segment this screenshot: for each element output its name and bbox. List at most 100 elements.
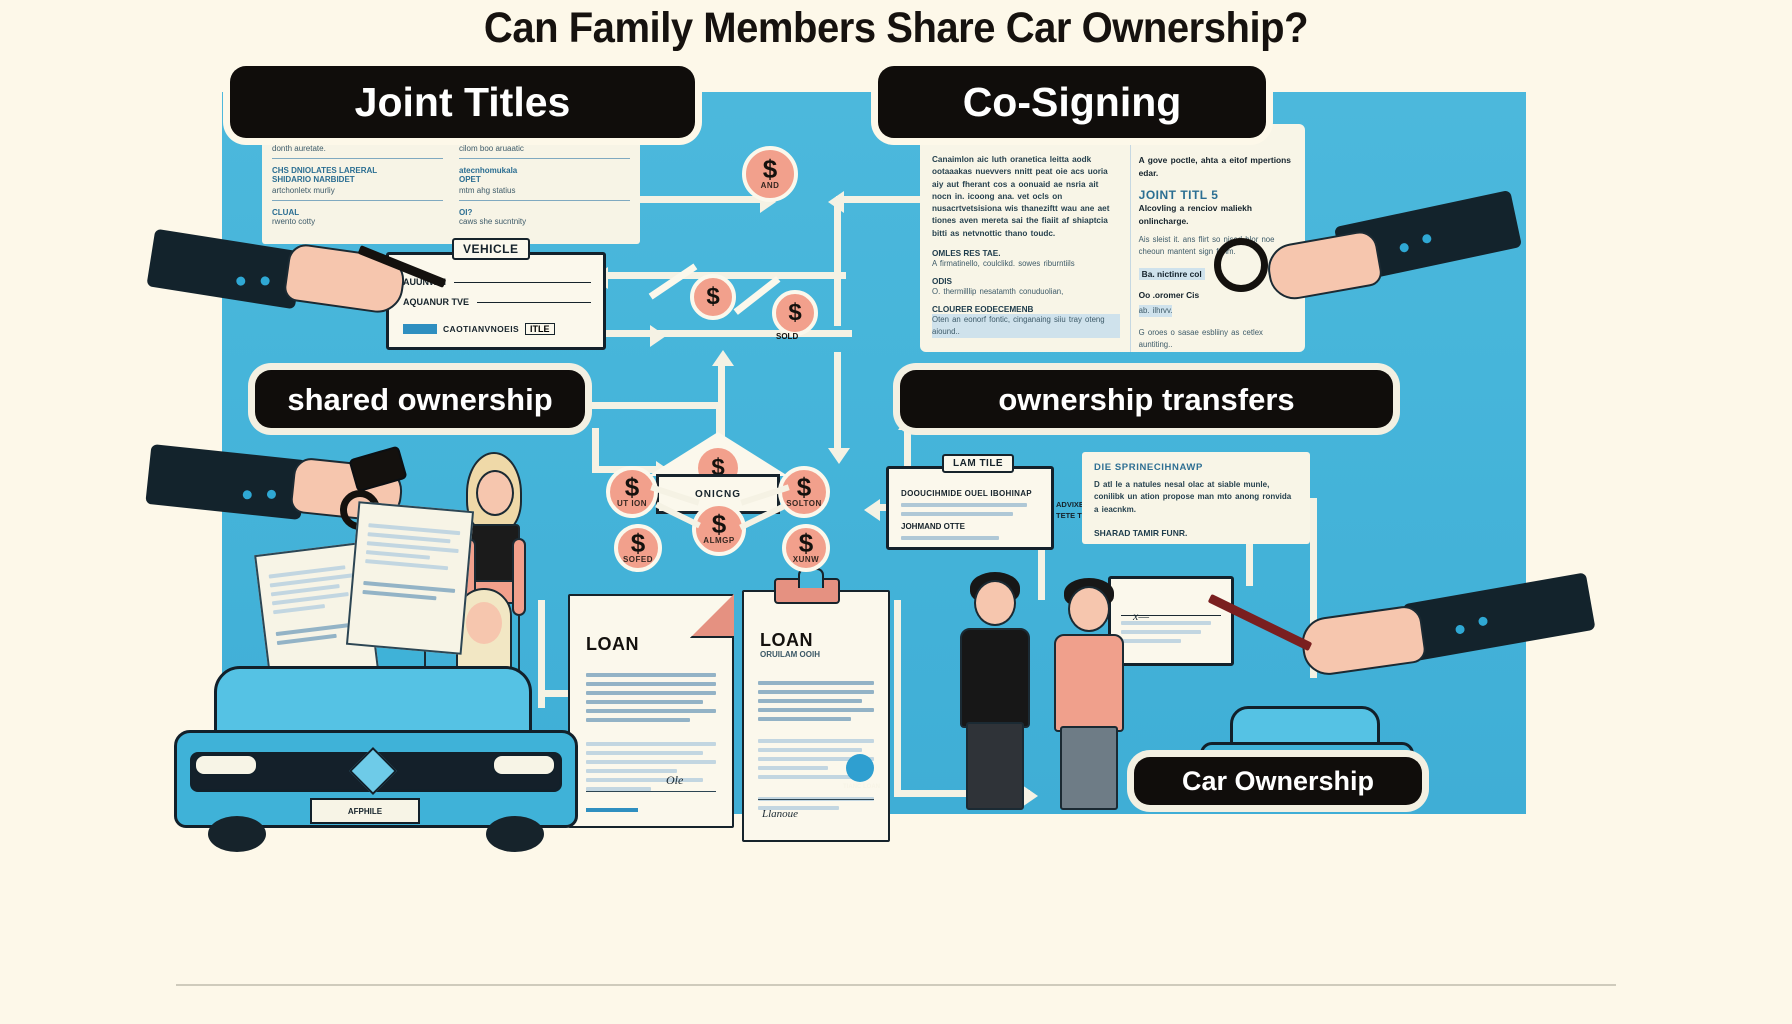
cosign-section-heading: ODIS [932, 277, 953, 287]
joint-col-body: donth auretate. [272, 144, 326, 153]
person-couple-right [1046, 578, 1132, 810]
paper-sheet [345, 501, 475, 655]
dollar-symbol: $ [798, 527, 814, 558]
node-caption: AND [760, 181, 780, 191]
joint-row-label: atecnhomukala [459, 166, 518, 175]
divider [459, 200, 630, 201]
cosign-section-text: A firmatinello, coulclikd. sowes riburnt… [932, 259, 1075, 269]
money-node-sofed: $ SOFED [614, 524, 662, 572]
node-caption: UT ION [616, 499, 648, 509]
cosign-right-text: ab. ilhrvv. [1138, 305, 1173, 318]
license-plate: AFPHILE [310, 798, 420, 824]
arrow-head [712, 350, 734, 366]
dollar-symbol: $ [690, 274, 736, 320]
transfer-info-note: SHARAD TAMIR FUNR. [1094, 528, 1188, 539]
joint-row-text: rwento cotty [272, 217, 316, 226]
loan-signature: Llanoue [762, 808, 799, 820]
loan-signature: Ole [666, 773, 684, 787]
dollar-symbol: $ [762, 153, 778, 184]
money-node-almgp: $ ALMGP [692, 502, 746, 556]
vehicle-title-document: AUUNWVI AQUANUR TVE CAOTIANVNOEIS ITLE [386, 252, 606, 350]
dollar-symbol: $ [772, 290, 818, 336]
cosign-left-paragraph: Canaimlon aic luth oranetica leitta aodk… [932, 155, 1110, 238]
dollar-symbol: $ [624, 471, 640, 502]
cosign-right-text: Ais sleist it. ans flirt so nised hlor n… [1138, 235, 1275, 257]
connector [606, 272, 846, 279]
arrow-head [1022, 785, 1038, 807]
stamp-label: TIANC LOAN [843, 784, 880, 790]
lien-body-text: DOOUCIHMIDE OUEL IBOHINAP [901, 489, 1032, 498]
dollar-symbol: $ [630, 527, 646, 558]
cosign-section-text: O. thermilllip nesatamth conuduolian, [932, 287, 1064, 297]
money-node-ution: $ UT ION [606, 466, 658, 518]
cosign-right-subheading: Oo .oromer Cis [1138, 290, 1200, 301]
car-illustration-left: AFPHILE [168, 648, 588, 852]
signature-mark: x— [1133, 609, 1149, 623]
dollar-symbol: $ [796, 471, 812, 502]
connector [834, 352, 841, 456]
transfer-info-heading: DIE SPRINECIHNAWP [1094, 462, 1203, 473]
joint-row-label: OI? [459, 208, 473, 217]
vehicle-bottom-label: CAOTIANVNOEIS [443, 324, 520, 334]
joint-row-text: caws she sucntnity [459, 217, 527, 226]
banner-shared-ownership: shared ownership [255, 370, 585, 428]
cosign-right-heading: HOHRREOWLLA [1138, 136, 1234, 148]
connector [894, 600, 901, 796]
banner-ownership-transfers: ownership transfers [900, 370, 1393, 428]
cosign-right-text: G oroes o sasae esbliiny as cetlex aunti… [1138, 328, 1263, 350]
divider [459, 158, 630, 159]
lien-sub-text: JOHMAND OTTE [901, 522, 965, 531]
node-caption: SOLD [776, 332, 799, 341]
connector [836, 196, 968, 203]
cosign-left-heading: COPANIKD FAMIDE TILE [932, 136, 1074, 148]
page-title: Can Family Members Share Car Ownership? [483, 4, 1309, 52]
money-node-top: $ AND [742, 146, 798, 202]
divider [272, 200, 443, 201]
money-node-xunw: $ XUNW [782, 524, 830, 572]
connector [592, 402, 724, 409]
arrow-head [864, 499, 880, 521]
connector [894, 790, 1030, 797]
arrow-head [650, 325, 666, 347]
arrow-head [828, 448, 850, 464]
connector [640, 196, 768, 203]
node-caption: SOLTON [786, 499, 822, 509]
joint-row-text: SHIDARIO NARBIDET [272, 175, 355, 184]
joint-row-text: OPET [459, 175, 481, 184]
key-node-right: $ SOLD [733, 276, 818, 341]
cosign-section-heading: CLOURER EODECEMENB [932, 305, 1034, 315]
lien-side-note: ADVIXES TETE TEES [1056, 500, 1097, 520]
loan-subtitle: ORUILAM OOIH [760, 650, 820, 659]
connector [538, 600, 545, 708]
cosign-section-heading: OMLES RES TAE. [932, 249, 1001, 259]
connector [904, 424, 911, 476]
cosign-right-subheading: JOINT TITL 5 [1138, 188, 1219, 203]
joint-row-label: CHS DNIOLATES LARERAL [272, 166, 378, 175]
joint-row-text: mtm ahg statius [459, 186, 516, 195]
signed-document: x— [1108, 576, 1234, 666]
vehicle-line-label: AQUANUR TVE [403, 297, 470, 307]
money-node-solton: $ SOLTON [778, 466, 830, 518]
node-caption: ALMGP [703, 536, 735, 546]
ground-line [176, 984, 1616, 986]
cosign-section-text: Oten an eonorf fontic, cinganaing siiu t… [932, 314, 1120, 339]
node-caption: XUNW [792, 555, 820, 565]
connector [716, 402, 723, 440]
ownership-transfer-info: DIE SPRINECIHNAWP D atl le a natules nes… [1082, 452, 1310, 544]
clipboard-clip [774, 568, 840, 604]
transfer-info-body: D atl le a natules nesal olac at siable … [1094, 480, 1292, 514]
banner-joint-titles: Joint Titles [230, 66, 695, 138]
loan-document: LOAN Ole [568, 594, 734, 828]
connector [834, 206, 841, 326]
page-fold [690, 594, 734, 638]
connector [606, 330, 852, 337]
banner-co-signing: Co-Signing [878, 66, 1266, 138]
loan-label: LOAN [586, 634, 639, 654]
divider [272, 158, 443, 159]
node-caption: SOFED [622, 555, 654, 565]
connector [592, 428, 599, 472]
cosign-right-text: Alcovling a renciov maliekh onlincharge. [1138, 203, 1252, 227]
vehicle-field-label: AUUNWVI [403, 277, 446, 287]
vehicle-tag: VEHICLE [452, 238, 530, 260]
